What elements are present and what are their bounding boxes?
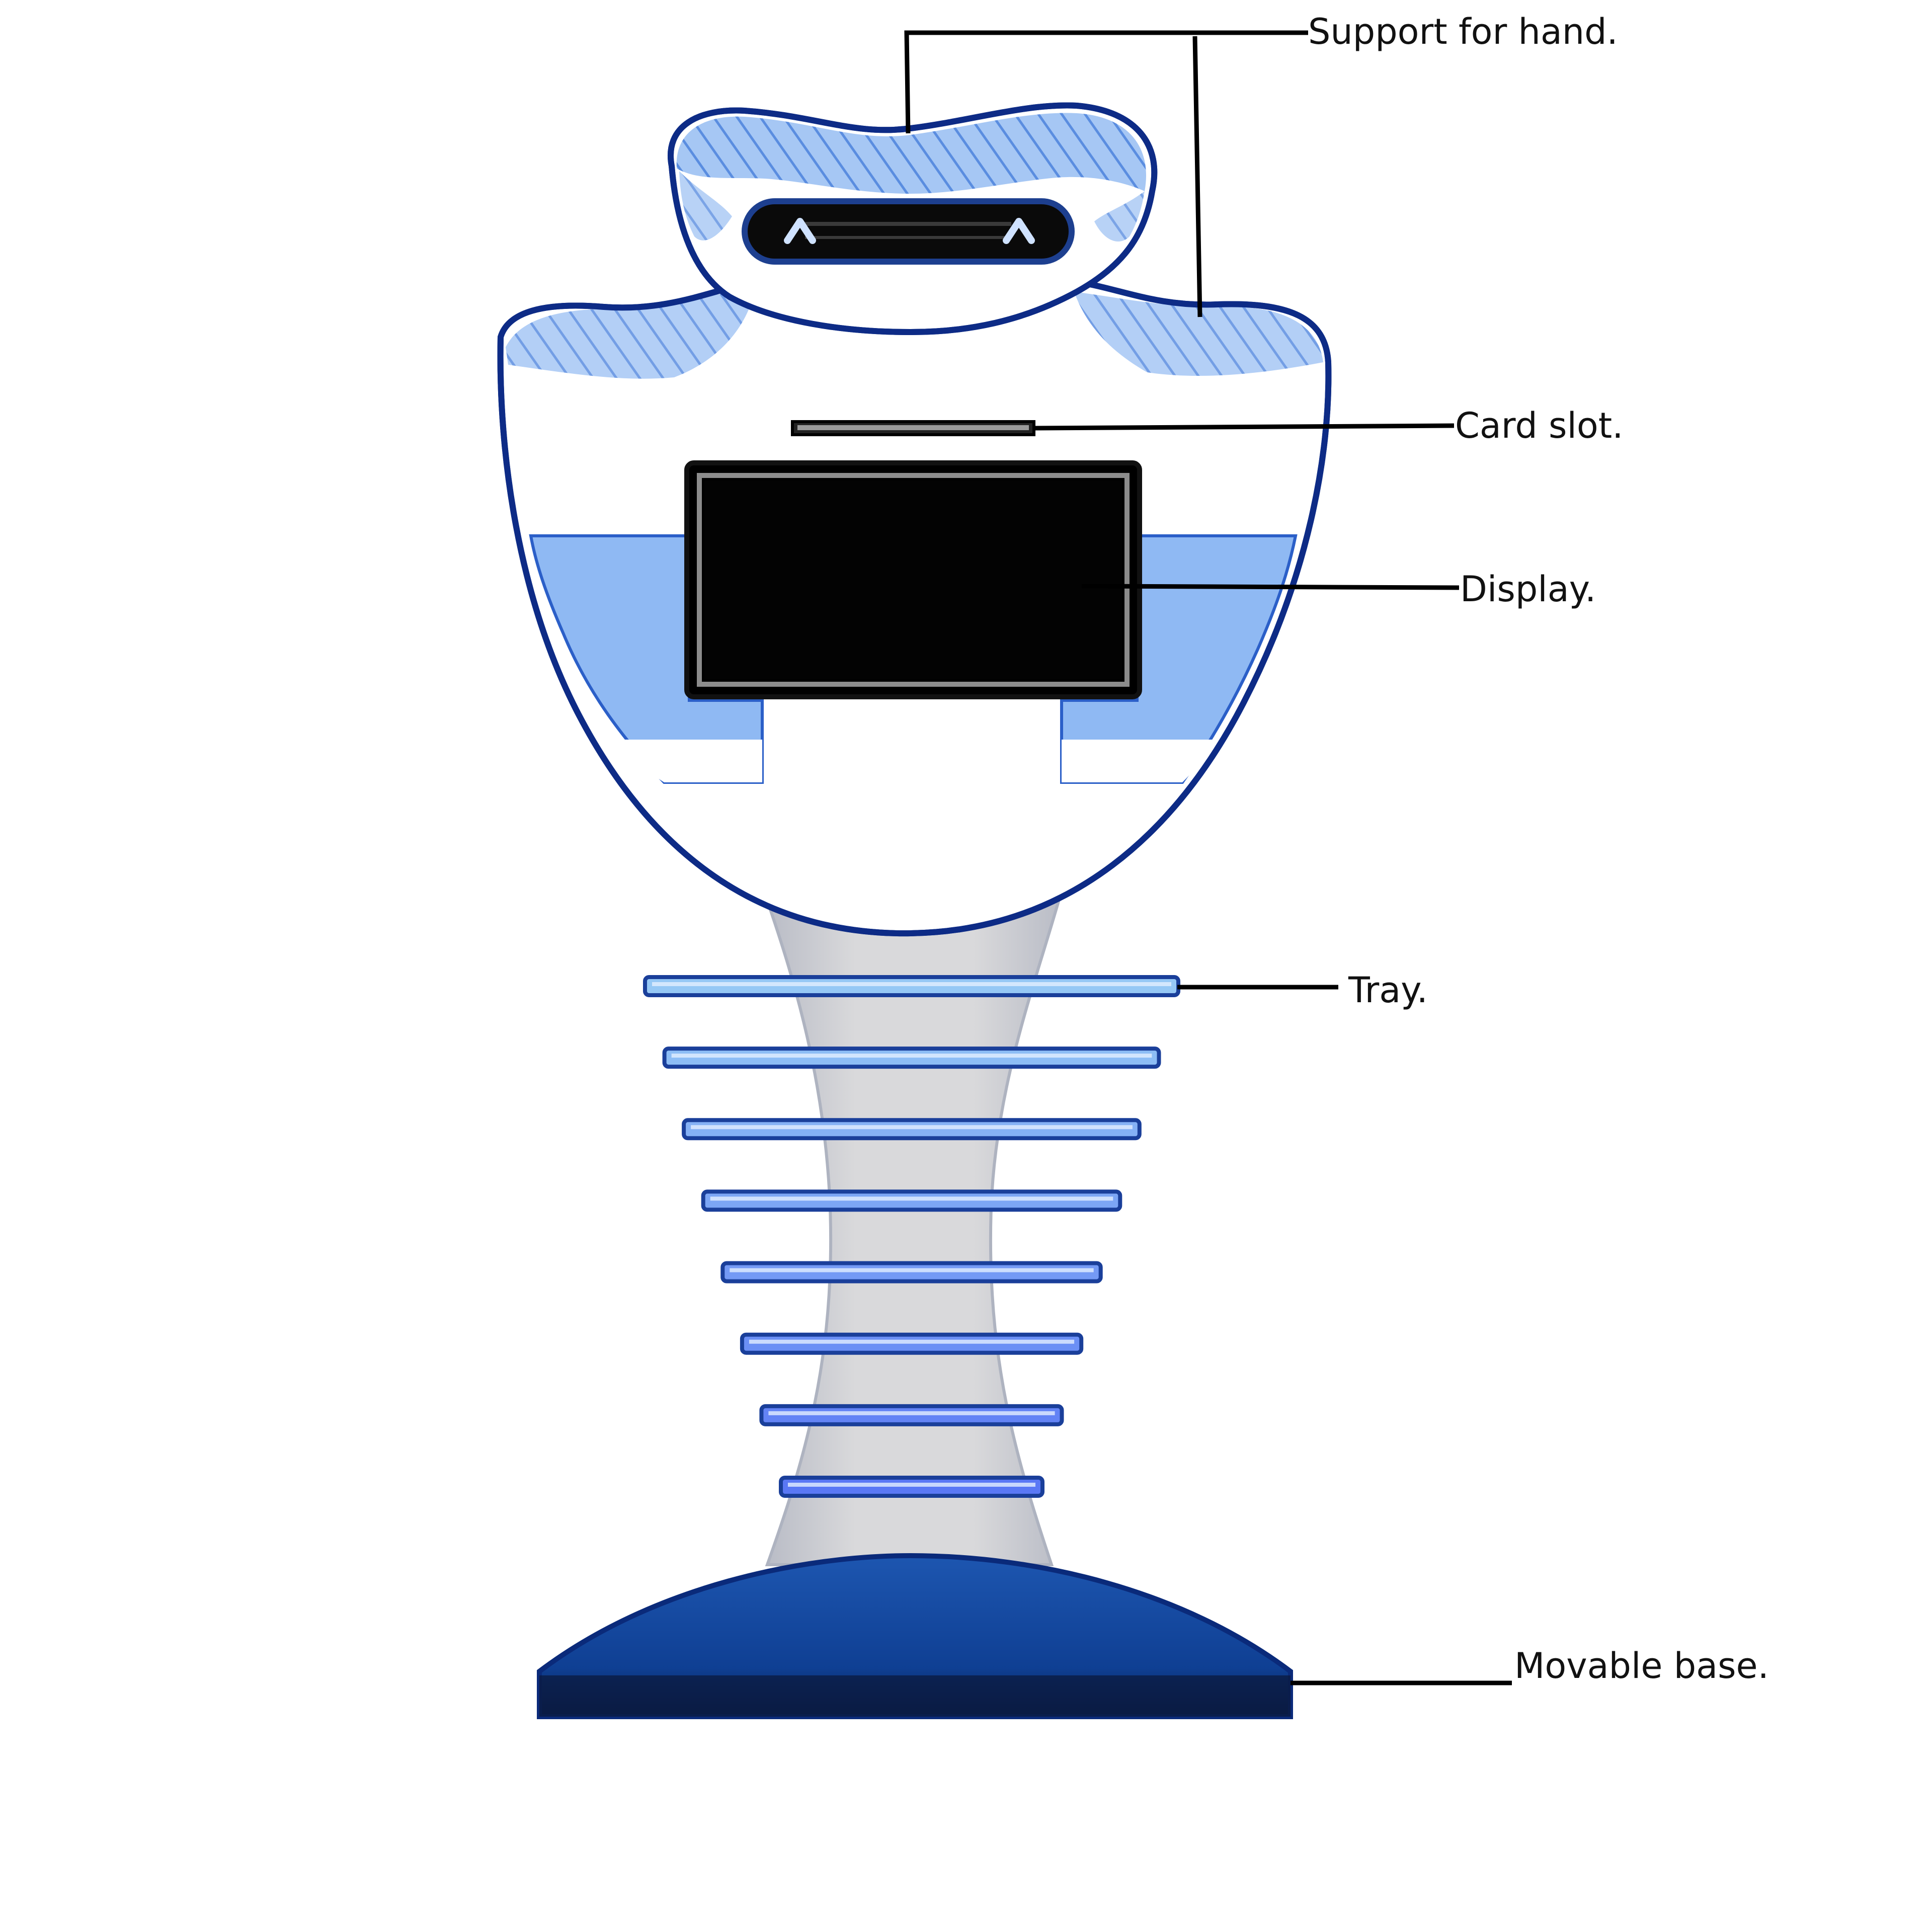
leader-display — [1082, 586, 1459, 588]
leader-support-right — [1195, 36, 1200, 317]
label-display: Display. — [1460, 569, 1596, 610]
display-screen — [687, 463, 1140, 697]
leader-card-slot — [1034, 426, 1454, 428]
label-tray: Tray. — [1348, 970, 1428, 1011]
movable-base — [539, 1556, 1291, 1717]
label-movable-base: Movable base. — [1514, 1645, 1769, 1686]
label-support-for-hand: Support for hand. — [1308, 11, 1618, 52]
label-card-slot: Card slot. — [1455, 405, 1623, 446]
